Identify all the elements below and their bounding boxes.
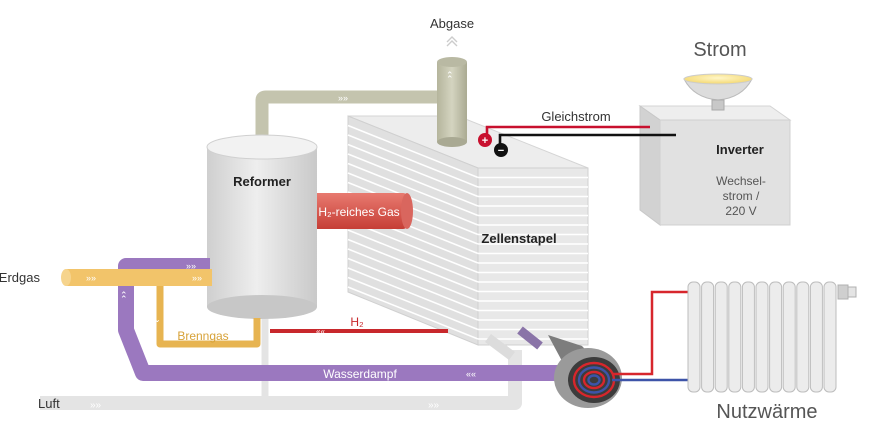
radiator-fin	[728, 281, 742, 393]
svg-text:««: ««	[316, 327, 325, 336]
svg-text:»»: »»	[90, 400, 102, 411]
erdgas-pipe-front	[118, 269, 212, 286]
svg-text:»»: »»	[338, 93, 348, 103]
stack-plate-line	[347, 229, 479, 283]
abgase-label: Abgase	[430, 16, 474, 31]
h2-gas-label: H₂-reiches Gas	[318, 205, 399, 219]
wechselstrom-label-2: strom /	[723, 189, 760, 203]
svg-text:⌄: ⌄	[154, 315, 161, 324]
cell-stack	[347, 115, 589, 346]
radiator-fin	[809, 281, 823, 393]
svg-text:⌃: ⌃	[446, 70, 454, 80]
radiator-fin	[714, 281, 728, 393]
stack-plate-line	[347, 124, 479, 179]
exhaust-arrow-icon	[446, 36, 458, 47]
stack-plate-line	[347, 248, 479, 302]
plus-symbol: +	[482, 135, 488, 147]
svg-text:»»: »»	[86, 273, 96, 283]
radiator-fin	[823, 281, 837, 393]
erdgas-arrow-icon: »»	[192, 273, 202, 283]
stack-plate-line	[347, 162, 479, 217]
chimney: ⌃ ⌃	[437, 57, 467, 147]
radiator-fin	[701, 281, 715, 393]
radiator-fin	[796, 281, 810, 393]
stack-plate-line	[347, 134, 479, 188]
radiator	[687, 281, 837, 393]
radiator-fin	[741, 281, 755, 393]
luft-label: Luft	[38, 396, 60, 411]
strom-label: Strom	[693, 39, 746, 61]
svg-text:⌃: ⌃	[120, 290, 128, 300]
gleichstrom-label: Gleichstrom	[541, 109, 610, 124]
wasserdampf-label: Wasserdampf	[323, 367, 397, 381]
radiator-fin	[782, 281, 796, 393]
h2-line: ««	[270, 327, 448, 336]
stack-plate-line	[347, 276, 479, 331]
radiator-fin	[755, 281, 769, 393]
stack-plate-line	[347, 219, 479, 274]
inverter-box	[638, 105, 792, 226]
svg-text:««: ««	[466, 369, 476, 379]
stack-plate-line	[347, 286, 479, 340]
brenngas-pipe: ⌄	[154, 286, 261, 348]
heat-exchanger	[485, 326, 622, 408]
stack-plate-line	[347, 172, 479, 226]
svg-text:»»: »»	[428, 400, 440, 411]
negative-terminal-icon: −	[494, 143, 508, 157]
h2-rich-gas-pipe	[312, 193, 413, 229]
stack-plate-line	[347, 267, 479, 321]
stack-plate-line	[347, 257, 479, 312]
zellenstapel-label: Zellenstapel	[481, 231, 556, 246]
wechselstrom-label-3: 220 V	[725, 204, 756, 218]
wechselstrom-label-1: Wechsel-	[716, 174, 766, 188]
stack-plate-line	[347, 181, 479, 236]
water-lines	[612, 290, 688, 382]
exhaust-pipe: »»	[255, 90, 452, 150]
positive-terminal-icon: +	[478, 133, 492, 147]
inverter-label: Inverter	[716, 142, 764, 157]
stack-plate-line	[347, 143, 479, 198]
erdgas-label: Erdgas	[0, 270, 40, 285]
light-bulb-icon	[683, 73, 753, 111]
stack-plate-line	[347, 238, 479, 293]
svg-text:»»: »»	[186, 261, 196, 271]
svg-text:⌃: ⌃	[446, 74, 454, 84]
nutzwaerme-label: Nutzwärme	[716, 401, 817, 423]
radiator-fin	[769, 281, 783, 393]
radiator-valve-icon	[837, 284, 857, 300]
reformer-label: Reformer	[233, 174, 291, 189]
radiator-fin	[687, 281, 701, 393]
stack-plate-line	[347, 153, 479, 207]
svg-text:⌃: ⌃	[120, 294, 128, 304]
minus-symbol: −	[498, 145, 504, 157]
h2-label: H₂	[350, 315, 364, 329]
reformer-tank	[206, 134, 318, 319]
brenngas-label: Brenngas	[177, 329, 228, 343]
steam-pipe: ⌃ ⌃ »» ««	[118, 258, 565, 381]
